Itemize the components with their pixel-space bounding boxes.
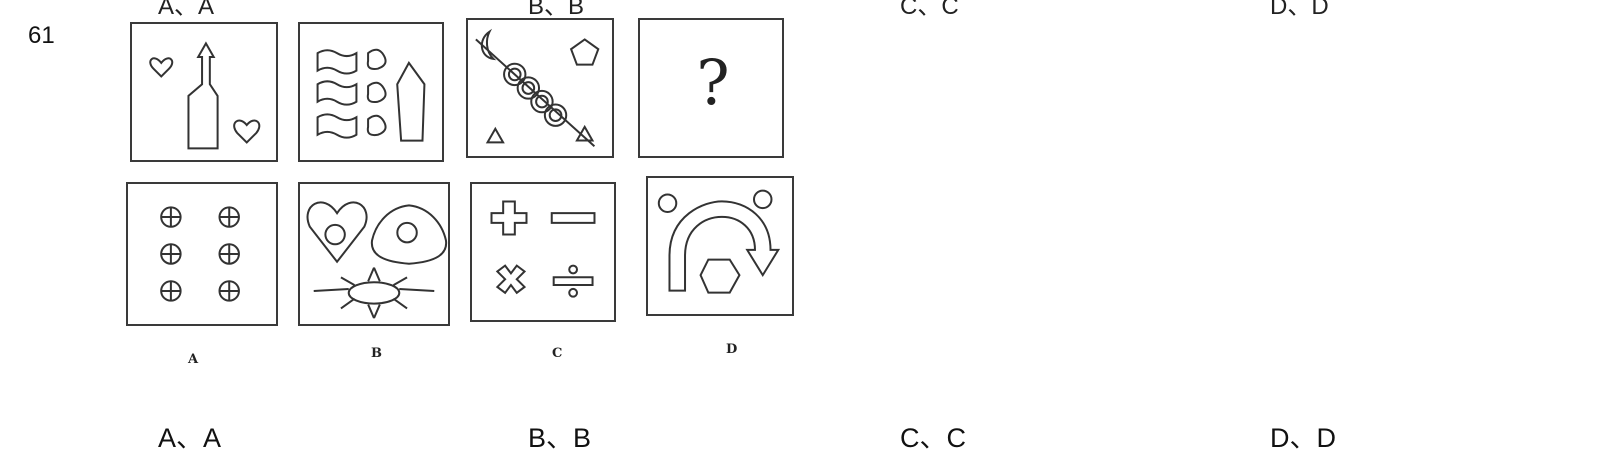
- option-panel-d: [646, 176, 794, 316]
- blob-shape: [368, 50, 386, 69]
- triangle-shape: [577, 127, 593, 141]
- question-number: 61: [28, 22, 55, 49]
- option-panel-a: [126, 182, 278, 326]
- question-panel-2: [298, 22, 444, 162]
- multiply-sign-shape: [497, 266, 524, 293]
- smiley-face-shape: [325, 225, 344, 244]
- heart-shape: [150, 58, 172, 76]
- flag-shape: [318, 81, 357, 104]
- flag-shape: [318, 114, 357, 137]
- prev-choice-a: A、A: [158, 0, 215, 20]
- plus-sign-shape: [492, 201, 527, 234]
- option-label-b: B: [371, 346, 382, 361]
- option-label-d: D: [726, 342, 738, 357]
- choice-a[interactable]: A、A: [158, 423, 222, 453]
- hexagon-shape: [397, 63, 424, 141]
- heart-shape: [308, 202, 367, 261]
- smiley-face-shape: [397, 223, 416, 242]
- choice-d[interactable]: D、D: [1270, 423, 1336, 453]
- triangle-shape: [488, 129, 504, 143]
- prev-choice-c: C、C: [900, 0, 959, 20]
- sun-shape: [314, 268, 435, 319]
- arc-arrow-shape: [669, 201, 778, 290]
- minus-sign-shape: [552, 213, 595, 223]
- question-panel-3: [466, 18, 614, 158]
- option-label-c: C: [552, 346, 563, 361]
- smiley-face-shape: [754, 191, 771, 208]
- crescent-shape: [482, 32, 494, 59]
- heart-shape: [234, 121, 259, 143]
- hexagon-shape: [701, 260, 740, 293]
- question-mark: ?: [696, 46, 730, 119]
- smiley-face-shape: [659, 195, 676, 212]
- option-panel-b: [298, 182, 450, 326]
- option-label-a: A: [188, 352, 199, 367]
- ring-chain-shape: [504, 64, 566, 126]
- question-panel-1: [130, 22, 278, 162]
- blob-shape: [368, 116, 386, 135]
- option-panel-c: [470, 182, 616, 322]
- arrow-bottle-shape: [188, 43, 217, 148]
- pentagon-shape: [571, 39, 598, 64]
- question-panel-4: ?: [638, 18, 784, 158]
- divide-sign-shape: [554, 266, 593, 297]
- prev-choice-b: B、B: [528, 0, 585, 20]
- blob-shape: [368, 83, 386, 102]
- choice-b[interactable]: B、B: [528, 423, 592, 453]
- prev-choice-d: D、D: [1270, 0, 1329, 20]
- circled-plus-shapes: [161, 207, 239, 300]
- flag-shape: [318, 50, 357, 73]
- choice-c[interactable]: C、C: [900, 423, 966, 453]
